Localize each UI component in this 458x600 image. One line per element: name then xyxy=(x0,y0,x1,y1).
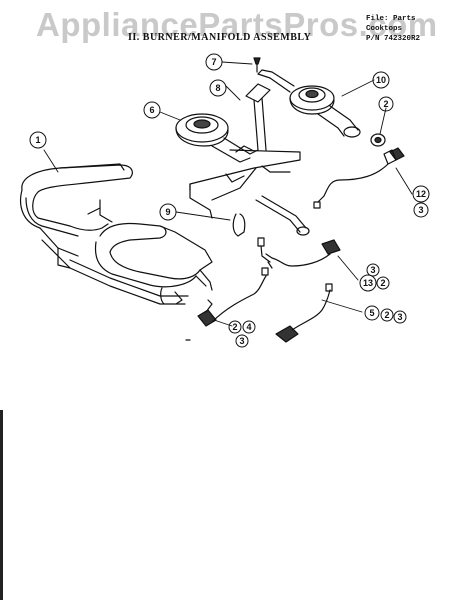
spring-clip xyxy=(232,213,246,237)
callout-circle xyxy=(366,263,380,277)
scan-edge-line xyxy=(0,410,3,600)
callout-circle xyxy=(235,334,249,348)
callout-9: 9 xyxy=(165,207,170,217)
igniter-right-front xyxy=(275,283,333,343)
screw xyxy=(253,57,261,73)
callout-5: 5 xyxy=(369,308,374,318)
callout-13: 13 xyxy=(363,278,373,288)
file-info-line: File: Parts xyxy=(366,15,416,23)
callout-circle xyxy=(159,203,177,221)
callout-7: 7 xyxy=(211,57,216,67)
page-title: II. BURNER/MANIFOLD ASSEMBLY xyxy=(128,32,312,43)
callout-circle xyxy=(378,96,394,112)
callout-4: 4 xyxy=(246,322,251,332)
callout-2: 2 xyxy=(232,322,237,332)
callout-circle xyxy=(205,53,223,71)
burner-bracket xyxy=(189,83,301,219)
callout-circle xyxy=(376,276,390,290)
surface-burner-left xyxy=(175,113,259,163)
callout-circle xyxy=(29,131,47,149)
callouts: 1 7 8 6 10 2 12 3 9 3 13 2 5 2 3 2 4 xyxy=(29,53,430,348)
watermark: AppliancePartsPros.com xyxy=(36,6,438,43)
igniter-right-rear xyxy=(313,147,405,209)
callout-circle xyxy=(372,71,390,89)
file-info-line: P/N 742320R2 xyxy=(366,35,421,43)
callout-1: 1 xyxy=(35,135,40,145)
igniter-left-front xyxy=(197,267,269,327)
callout-3: 3 xyxy=(397,312,402,322)
surface-burner-right xyxy=(257,69,361,138)
callout-8: 8 xyxy=(215,83,220,93)
callout-6: 6 xyxy=(149,105,154,115)
callout-circle xyxy=(228,320,242,334)
callout-circle xyxy=(242,320,256,334)
callout-10: 10 xyxy=(376,75,386,85)
callout-circle xyxy=(393,310,407,324)
callout-circle xyxy=(413,202,429,218)
callout-circle xyxy=(143,101,161,119)
callout-3: 3 xyxy=(370,265,375,275)
callout-circle xyxy=(364,305,380,321)
burner-tube-assembly xyxy=(19,163,213,305)
orifice-nut xyxy=(370,133,386,147)
callout-circle xyxy=(412,185,430,203)
callout-3: 3 xyxy=(239,336,244,346)
leader-lines xyxy=(43,61,413,327)
callout-circle xyxy=(380,308,394,322)
callout-3: 3 xyxy=(418,205,423,215)
callout-12: 12 xyxy=(416,189,426,199)
callout-2: 2 xyxy=(384,310,389,320)
callout-2: 2 xyxy=(383,99,388,109)
file-info-line: Cooktops xyxy=(366,25,403,33)
file-info: File: Parts Cooktops P/N 742320R2 xyxy=(366,14,420,44)
gas-tube xyxy=(255,195,310,236)
callout-circle xyxy=(209,79,227,97)
callout-2: 2 xyxy=(380,278,385,288)
callout-circle xyxy=(359,274,377,292)
igniter-center xyxy=(257,237,341,269)
